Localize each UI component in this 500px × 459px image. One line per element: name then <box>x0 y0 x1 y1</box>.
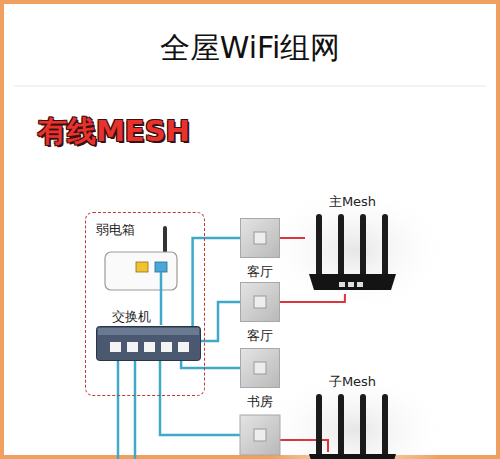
text-wrap: 主Mesh <box>305 191 400 211</box>
wall-panel <box>240 415 280 455</box>
ont-device <box>105 252 177 290</box>
node-label: 主Mesh <box>329 194 376 209</box>
cabinet-group: 弱电箱交换机 <box>85 212 205 396</box>
title-wrap: 全屋WiFi组网 <box>0 28 500 69</box>
switch-box: 交换机 <box>96 326 201 361</box>
title-rule <box>14 86 486 87</box>
text-wrap: 弱电箱 <box>96 219 135 239</box>
network-cable <box>201 302 240 341</box>
label-wrap: 有线MESH <box>38 112 190 152</box>
network-cable <box>280 294 345 302</box>
router-glow <box>260 185 450 315</box>
text-wrap: 书房 <box>240 391 280 411</box>
network-cable <box>181 361 240 368</box>
node-label: 子Mesh <box>329 374 376 389</box>
wall-panel: 客厅 <box>240 218 280 258</box>
ont-port <box>136 262 148 272</box>
ont-port <box>155 262 167 272</box>
router-box: 子Mesh <box>305 392 400 459</box>
network-cable <box>280 237 305 239</box>
router-box: 主Mesh <box>305 212 400 294</box>
title: 全屋WiFi组网 <box>160 30 341 65</box>
wall-panel: 书房 <box>240 348 280 388</box>
network-cable <box>193 238 240 326</box>
network-cable <box>118 272 240 459</box>
node-label: 弱电箱 <box>96 222 135 237</box>
text-wrap: 客厅 <box>240 261 280 281</box>
text-wrap: 客厅 <box>240 325 280 345</box>
node-label: 客厅 <box>247 328 273 343</box>
node-label: 书房 <box>247 394 273 409</box>
socket <box>254 429 266 441</box>
text-wrap: 交换机 <box>112 306 151 326</box>
heading-badge: 有线MESH <box>38 114 190 148</box>
router-glow <box>260 370 450 459</box>
text-wrap: 子Mesh <box>305 371 400 391</box>
node-label: 交换机 <box>112 309 151 324</box>
wall-panel: 客厅 <box>240 282 280 322</box>
node-label: 客厅 <box>247 264 273 279</box>
